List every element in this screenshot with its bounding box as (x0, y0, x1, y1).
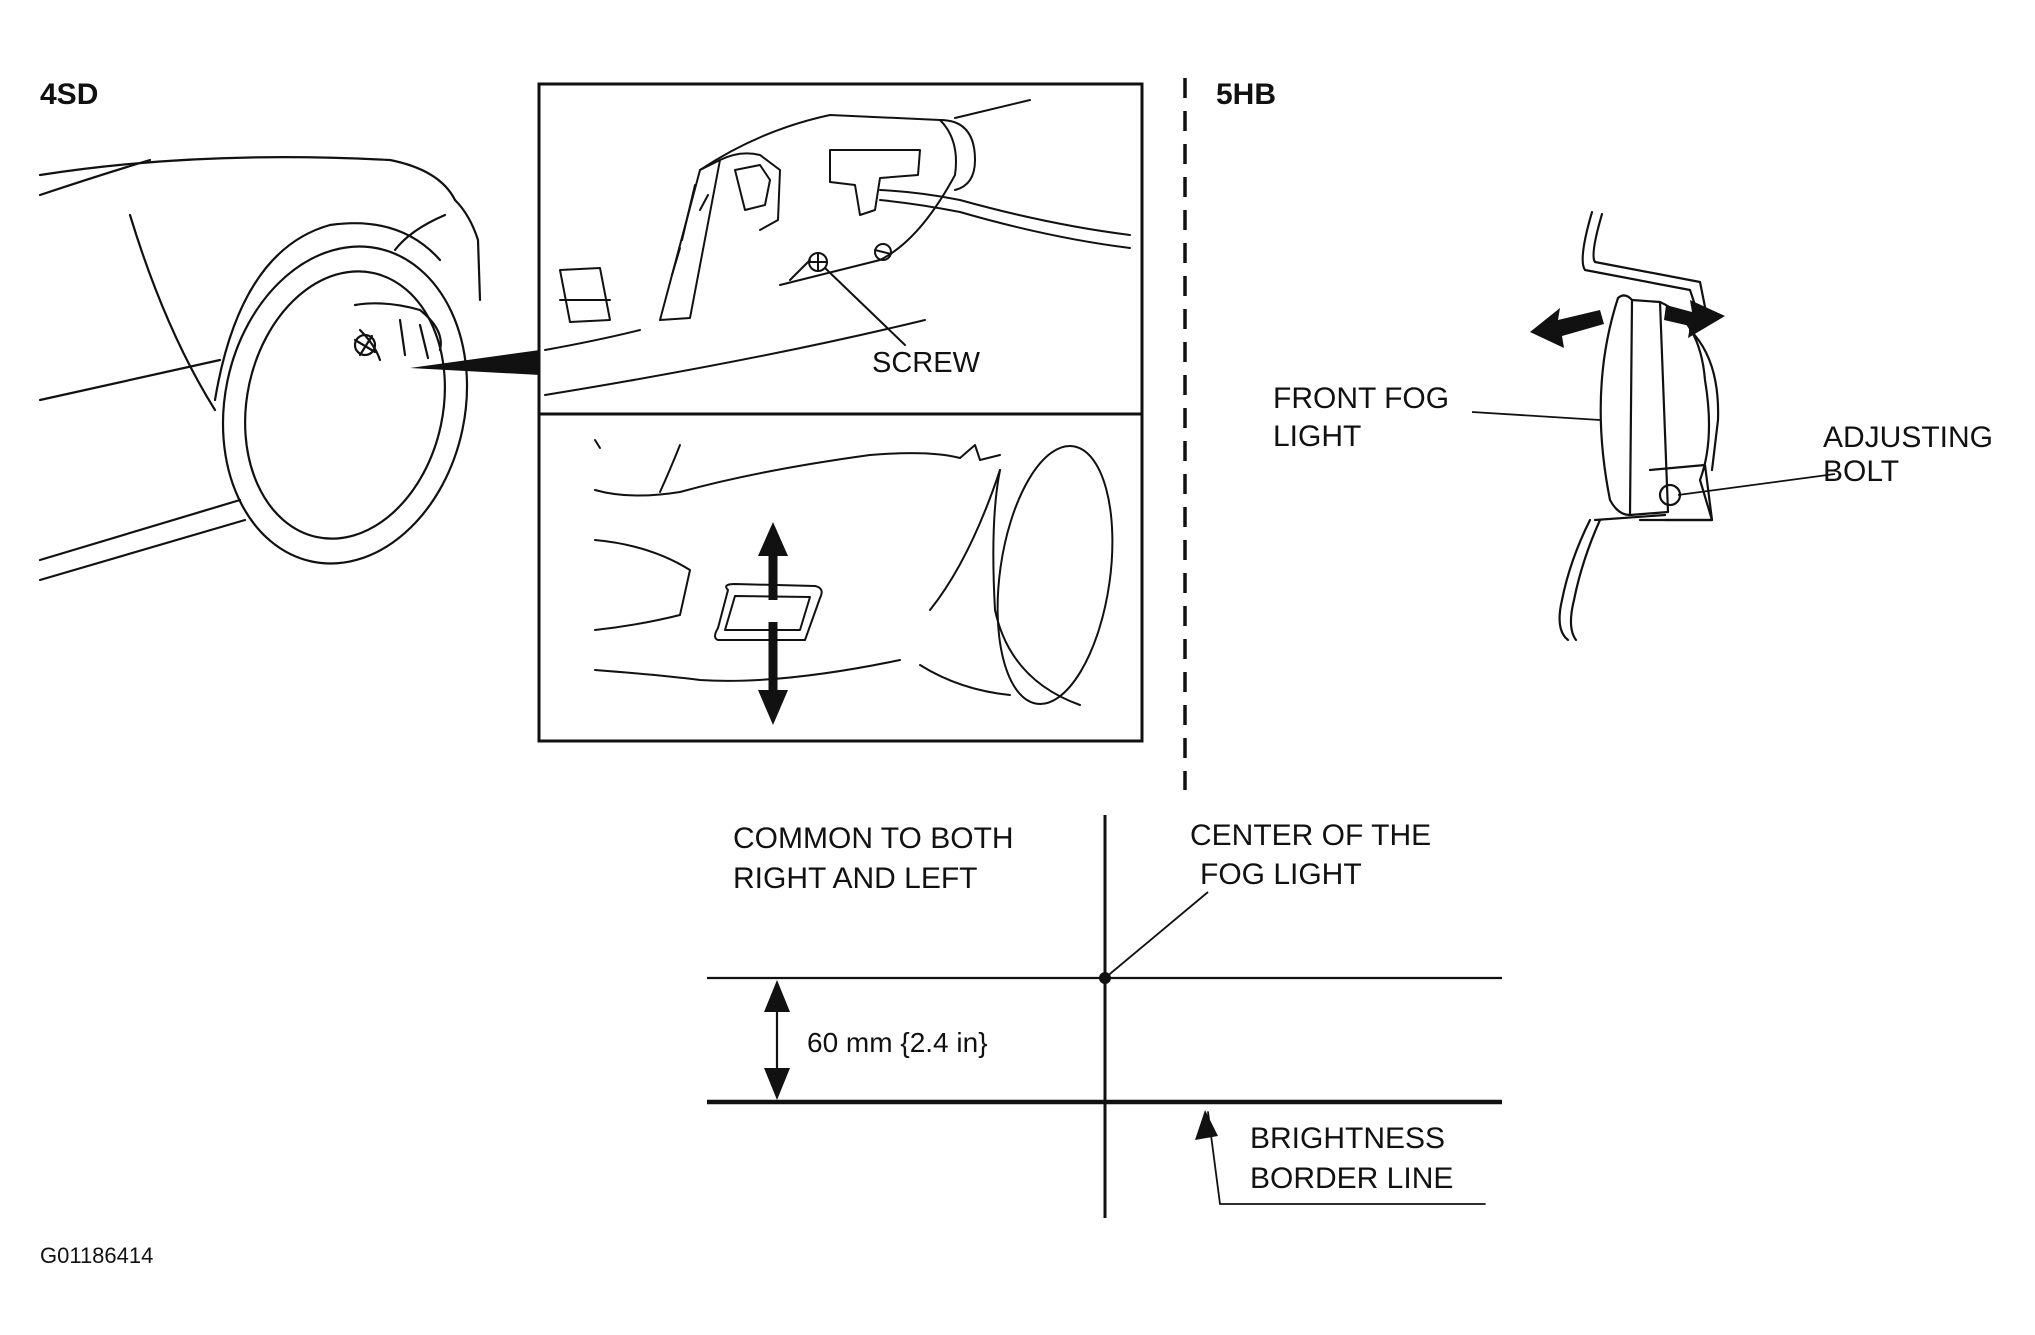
inset-screw-detail (537, 82, 1144, 416)
fog-light-leader (1471, 411, 1601, 421)
detail-pointer (410, 350, 540, 375)
center-leader (1104, 891, 1209, 979)
brightness-arrowhead (1195, 1110, 1218, 1140)
callout-adjusting-bolt-line2: BOLT (1823, 455, 1899, 488)
callout-front-fog-line1: FRONT FOG (1273, 382, 1449, 415)
bumper-illustration (594, 439, 1114, 706)
label-center-line1: CENTER OF THE (1190, 819, 1431, 852)
inset-vertical-adjust (537, 412, 1144, 743)
label-5hb: 5HB (1216, 78, 1276, 111)
vertical-adjust-arrow (757, 522, 789, 725)
callout-screw: SCREW (872, 347, 981, 379)
label-common-line2: RIGHT AND LEFT (733, 862, 977, 895)
car-front-illustration (38, 156, 482, 582)
distance-dimension-arrow (764, 980, 790, 1100)
callout-adjusting-bolt-line1: ADJUSTING (1823, 421, 1993, 454)
tilt-arrow-left-icon (1530, 308, 1604, 348)
label-center-line2: FOG LIGHT (1200, 858, 1362, 891)
callout-front-fog-line2: LIGHT (1273, 420, 1361, 453)
fog-light-bracket-illustration (544, 99, 1131, 396)
label-4sd: 4SD (40, 78, 98, 111)
aiming-screen-chart (707, 815, 1502, 1218)
label-brightness-line2: BORDER LINE (1250, 1162, 1453, 1195)
figure-code: G01186414 (40, 1243, 153, 1268)
label-distance: 60 mm {2.4 in} (807, 1027, 988, 1058)
tilt-arrow-right-icon (1664, 300, 1725, 338)
fog-light-side-illustration (1558, 210, 1720, 642)
brightness-leader (1207, 1111, 1486, 1205)
label-brightness-line1: BRIGHTNESS (1250, 1122, 1445, 1155)
label-common-line1: COMMON TO BOTH (733, 822, 1014, 855)
adjusting-bolt-leader (1677, 473, 1836, 496)
